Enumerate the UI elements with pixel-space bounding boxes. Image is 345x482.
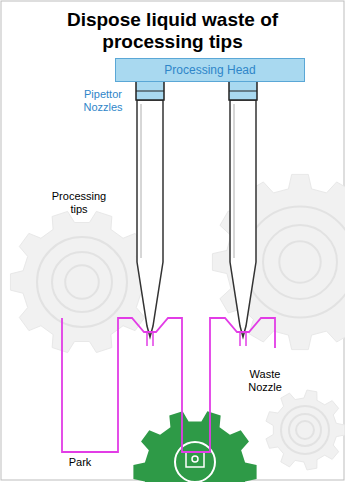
part-label: Pipettor Nozzles (74, 88, 132, 114)
gear-ring (281, 406, 329, 454)
tip-highlight (234, 104, 235, 258)
park-and-waste-outline (62, 318, 275, 452)
gear-icon (192, 456, 198, 462)
gear (266, 390, 345, 470)
nozzle-line (136, 91, 164, 92)
gear-ring (289, 414, 321, 446)
nozzle-stub (152, 332, 154, 346)
gear-ring (263, 225, 337, 299)
nozzle-stub (146, 332, 148, 346)
gear-ring (37, 237, 127, 327)
nozzle-stub (239, 332, 241, 346)
title: Dispose liquid waste of processing tips (40, 9, 305, 53)
processing-head: Processing Head (115, 58, 305, 82)
gear-ring (245, 207, 345, 318)
node-text: Processing Head (164, 63, 255, 77)
processing-tip (137, 100, 163, 337)
gear (133, 411, 256, 482)
part-label: Park (60, 456, 100, 469)
processing-tip (230, 100, 256, 337)
part-label: Processing tips (44, 190, 114, 216)
gear-icon (186, 452, 204, 467)
gear-ring (279, 241, 320, 282)
tip-highlight (141, 104, 142, 258)
nozzle-stub (245, 332, 247, 346)
green-gear (133, 411, 256, 482)
nozzle-line (229, 91, 257, 92)
pipettor-nozzle (136, 81, 164, 100)
gear-ring (65, 265, 99, 299)
pipettor-nozzle (229, 81, 257, 100)
part-label: Waste Nozzle (232, 368, 298, 394)
gear-ring (52, 252, 112, 312)
gear-ring (296, 421, 314, 439)
gear (10, 211, 153, 352)
gear-icon (175, 442, 215, 482)
